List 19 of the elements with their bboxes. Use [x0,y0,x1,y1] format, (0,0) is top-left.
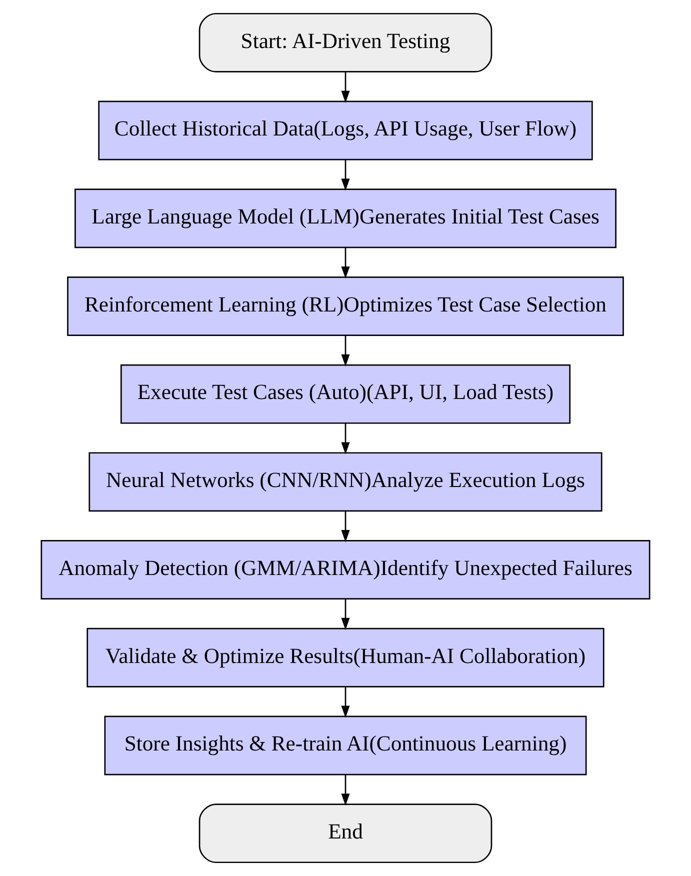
arrow [341,423,350,454]
arrow [341,599,350,630]
node-box: Start: AI-Driven Testing [198,12,492,72]
node-box: Store Insights & Re-train AI(Continuous Learning) [104,716,587,776]
arrow [341,248,350,279]
arrow [341,774,350,806]
node-box: End [198,804,492,864]
node-box: Reinforcement Learning (RL)Optimizes Test Case Selection [67,276,624,336]
arrow [341,335,350,367]
node-box: Large Language Model (LLM)Generates Initial Test Cases [74,188,616,248]
node-box: Anomaly Detection (GMM/ARIMA)Identify Unexpected Failures [40,540,650,600]
arrow [341,72,350,103]
arrow [341,160,350,191]
node-box: Collect Historical Data(Logs, API Usage, User Flow) [98,100,593,160]
arrow [341,686,350,718]
arrow [341,511,350,542]
node-box: Neural Networks (CNN/RNN)Analyze Execution Logs [88,452,602,512]
node-box: Execute Test Cases (Auto)(API, UI, Load Tests) [120,364,571,424]
node-box: Validate & Optimize Results(Human-AI Collaboration) [86,628,604,688]
